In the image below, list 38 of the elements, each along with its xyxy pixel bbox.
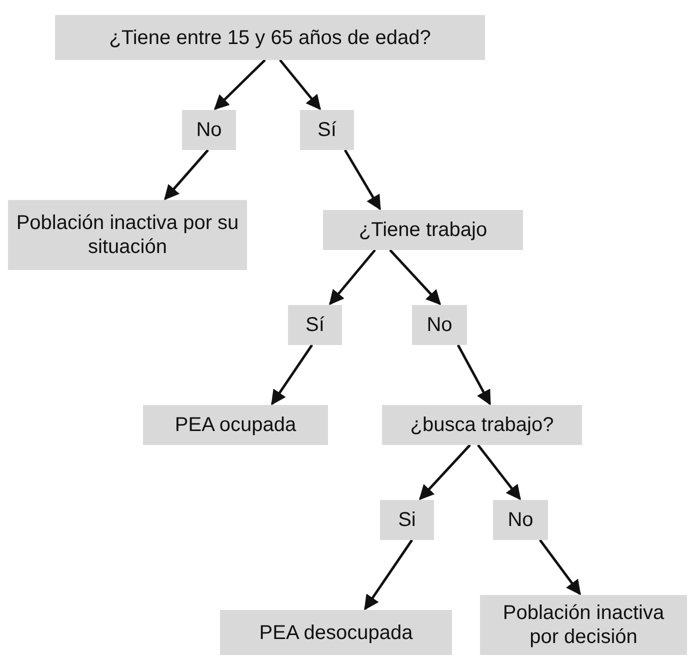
question-box (382, 405, 582, 445)
node-text: Si (398, 508, 416, 532)
node-text: Población inactiva por su situación (15, 211, 240, 259)
arrow (477, 444, 521, 500)
node-text: ¿Tiene entre 15 y 65 años de edad? (109, 26, 431, 50)
arrow (329, 249, 376, 306)
node-text: ¿Tiene trabajo (358, 218, 488, 242)
question-box (143, 405, 328, 445)
arrow (164, 149, 209, 200)
answer-box (380, 500, 434, 540)
arrow (418, 444, 471, 500)
question-box (220, 610, 452, 655)
answer-box (182, 110, 236, 150)
node-text: No (426, 313, 452, 337)
arrow (270, 344, 314, 406)
answer-box (493, 500, 548, 540)
node-text: Sí (306, 313, 324, 337)
arrow (364, 539, 414, 610)
question-box (8, 200, 247, 270)
answer-box (288, 305, 342, 345)
node-text: Sí (318, 118, 336, 142)
arrow (344, 149, 382, 210)
node-text: No (196, 118, 222, 142)
node-text: PEA ocupada (174, 413, 296, 437)
arrow (389, 249, 442, 306)
arrow (214, 59, 266, 110)
arrow (456, 344, 492, 406)
node-text: ¿busca trabajo? (410, 413, 554, 437)
question-box (323, 210, 523, 250)
answer-box (300, 110, 354, 150)
node-text: No (508, 508, 534, 532)
answer-box (412, 305, 467, 345)
question-box (480, 595, 687, 655)
arrow (279, 59, 321, 110)
node-text: Población inactiva por decisión (502, 601, 666, 649)
arrow (539, 539, 581, 596)
node-text: PEA desocupada (259, 620, 413, 644)
question-box (55, 15, 485, 60)
